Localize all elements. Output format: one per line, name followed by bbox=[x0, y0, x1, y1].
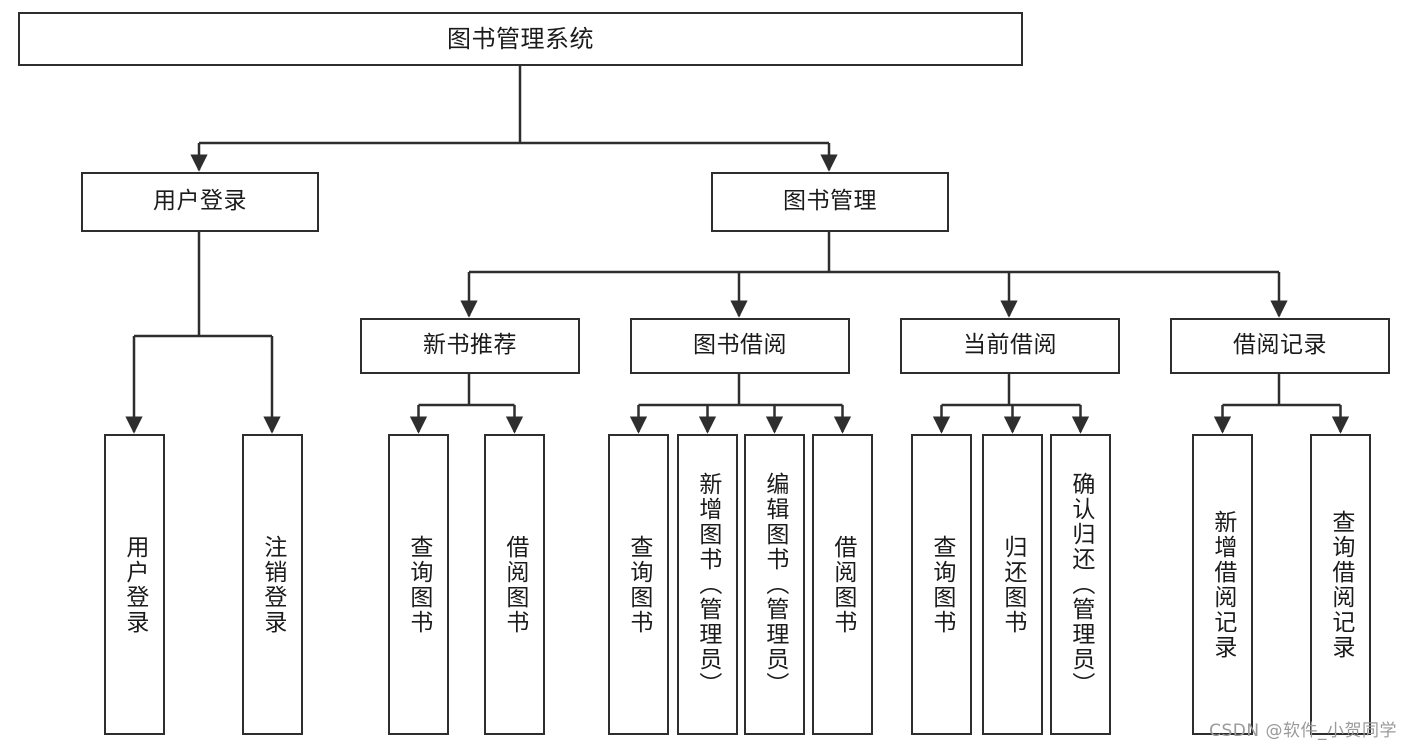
leaf-query-book-3[interactable]: 查询图书 bbox=[911, 434, 972, 735]
leaf-label: 用户登录 bbox=[121, 534, 148, 635]
node-book-manage[interactable]: 图书管理 bbox=[711, 172, 949, 232]
leaf-add-book[interactable]: 新增图书（管理员） bbox=[677, 434, 738, 735]
leaf-query-book-1[interactable]: 查询图书 bbox=[388, 434, 449, 735]
leaf-borrow-book-1[interactable]: 借阅图书 bbox=[484, 434, 545, 735]
leaf-edit-book[interactable]: 编辑图书（管理员） bbox=[744, 434, 805, 735]
node-book-borrow[interactable]: 图书借阅 bbox=[630, 318, 850, 374]
leaf-label: 新增图书（管理员） bbox=[694, 472, 721, 697]
leaf-query-record[interactable]: 查询借阅记录 bbox=[1310, 434, 1371, 735]
leaf-label: 编辑图书（管理员） bbox=[761, 472, 788, 697]
node-new-book-recommend[interactable]: 新书推荐 bbox=[360, 318, 580, 374]
node-root[interactable]: 图书管理系统 bbox=[18, 12, 1023, 66]
leaf-label: 查询图书 bbox=[928, 534, 955, 635]
leaf-borrow-book-2[interactable]: 借阅图书 bbox=[812, 434, 873, 735]
leaf-add-record[interactable]: 新增借阅记录 bbox=[1192, 434, 1253, 735]
leaf-query-book-2[interactable]: 查询图书 bbox=[608, 434, 669, 735]
leaf-label: 借阅图书 bbox=[501, 534, 528, 635]
leaf-label: 借阅图书 bbox=[829, 534, 856, 635]
node-borrow-record[interactable]: 借阅记录 bbox=[1170, 318, 1390, 374]
leaf-label: 查询图书 bbox=[625, 534, 652, 635]
leaf-user-login[interactable]: 用户登录 bbox=[104, 434, 165, 735]
leaf-label: 查询图书 bbox=[405, 534, 432, 635]
leaf-label: 查询借阅记录 bbox=[1327, 509, 1354, 660]
leaf-label: 归还图书 bbox=[999, 534, 1026, 635]
leaf-label: 确认归还（管理员） bbox=[1067, 472, 1094, 697]
node-current-borrow[interactable]: 当前借阅 bbox=[900, 318, 1120, 374]
node-user-login[interactable]: 用户登录 bbox=[81, 172, 319, 232]
leaf-return-book[interactable]: 归还图书 bbox=[982, 434, 1043, 735]
leaf-label: 注销登录 bbox=[259, 534, 286, 635]
leaf-confirm-return[interactable]: 确认归还（管理员） bbox=[1050, 434, 1111, 735]
leaf-logout[interactable]: 注销登录 bbox=[242, 434, 303, 735]
leaf-label: 新增借阅记录 bbox=[1209, 509, 1236, 660]
